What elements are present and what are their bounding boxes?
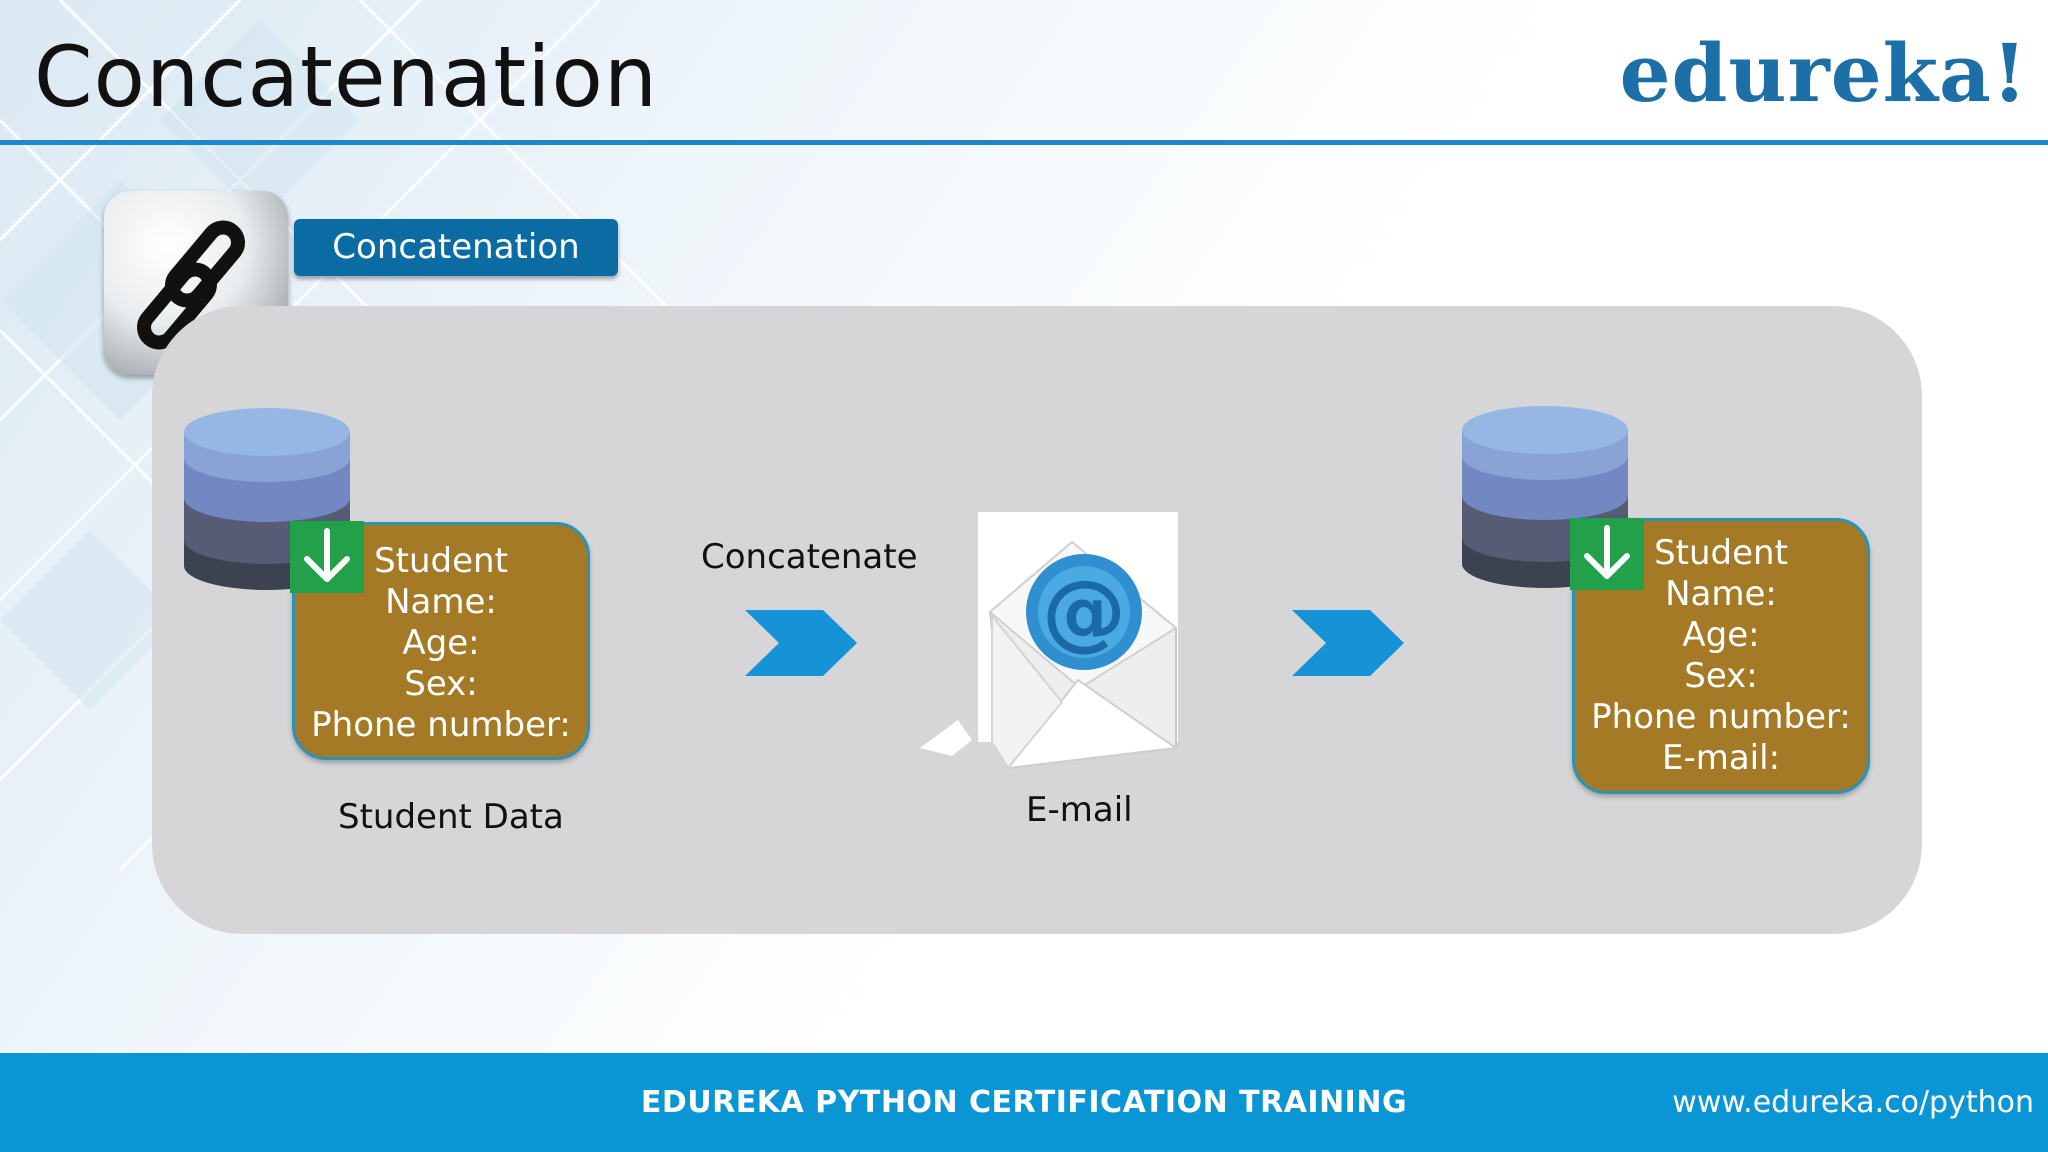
card-line: Name: — [385, 582, 497, 622]
card-line: Age: — [1682, 615, 1760, 655]
concatenate-label: Concatenate — [701, 537, 918, 577]
student-email-card: Student Name: Age: Sex: Phone number: E-… — [1572, 518, 1870, 794]
database-icon — [1462, 406, 1628, 588]
card-line: Name: — [1665, 574, 1777, 614]
footer-bar: EDUREKA PYTHON CERTIFICATION TRAINING ww… — [0, 1053, 2048, 1152]
email-envelope-icon: @ — [920, 512, 1179, 770]
title-divider — [0, 140, 2048, 145]
card-line: Age: — [402, 623, 480, 663]
student-data-caption: Student Data — [338, 797, 564, 837]
chevron-right-icon — [745, 610, 857, 676]
chevron-right-icon — [1292, 610, 1404, 676]
edureka-logo: edureka! — [1619, 26, 2028, 120]
download-arrow-icon — [290, 521, 364, 593]
footer-title: EDUREKA PYTHON CERTIFICATION TRAINING — [640, 1085, 1408, 1120]
card-line: Phone number: — [311, 705, 571, 745]
footer-url: www.edureka.co/python — [1672, 1085, 2034, 1120]
student-data-card: Student Name: Age: Sex: Phone number: — [292, 522, 590, 760]
download-arrow-icon — [1570, 518, 1644, 590]
card-line: Phone number: — [1591, 697, 1851, 737]
card-line: Student — [374, 541, 508, 581]
card-line: Sex: — [404, 664, 478, 704]
card-line: E-mail: — [1661, 738, 1781, 778]
card-line: Sex: — [1684, 656, 1758, 696]
card-line: Student — [1654, 533, 1788, 573]
slide-title: Concatenation — [34, 28, 659, 126]
section-badge-label: Concatenation — [294, 219, 618, 276]
email-caption: E-mail — [1026, 790, 1133, 830]
svg-text:@: @ — [1042, 562, 1126, 660]
